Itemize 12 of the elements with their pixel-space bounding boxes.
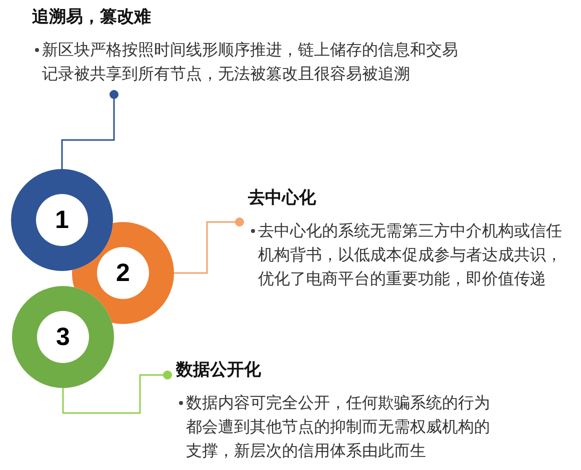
leader-line: [174, 218, 244, 274]
ring-number: 1: [55, 208, 69, 232]
ring-number: 2: [116, 260, 130, 286]
section-title: 数据公开化: [176, 359, 261, 382]
bullet-text: 新区块严格按照时间线形顺序推进，链上储存的信息和交易记录被共享到所有节点，无法被篡改且很容易被追溯: [42, 39, 459, 85]
section-title: 追溯易，篡改难: [32, 6, 151, 29]
bullet-text: 去中心化的系统无需第三方中介机构或信任机构背书，以低成本促成参与者达成共识，优化了电商平台的重要功能，即价值传递: [258, 220, 563, 290]
leader-line: [62, 370, 172, 414]
ring-number: 3: [56, 324, 70, 350]
bullet-text: 数据内容可完全公开，任何欺骗系统的行为都会遭到其他节点的抑制而无需权威机构的支撑，新层次的信用体系由此而生: [186, 392, 491, 462]
section-title: 去中心化: [248, 187, 316, 210]
leader-line: [61, 90, 118, 169]
